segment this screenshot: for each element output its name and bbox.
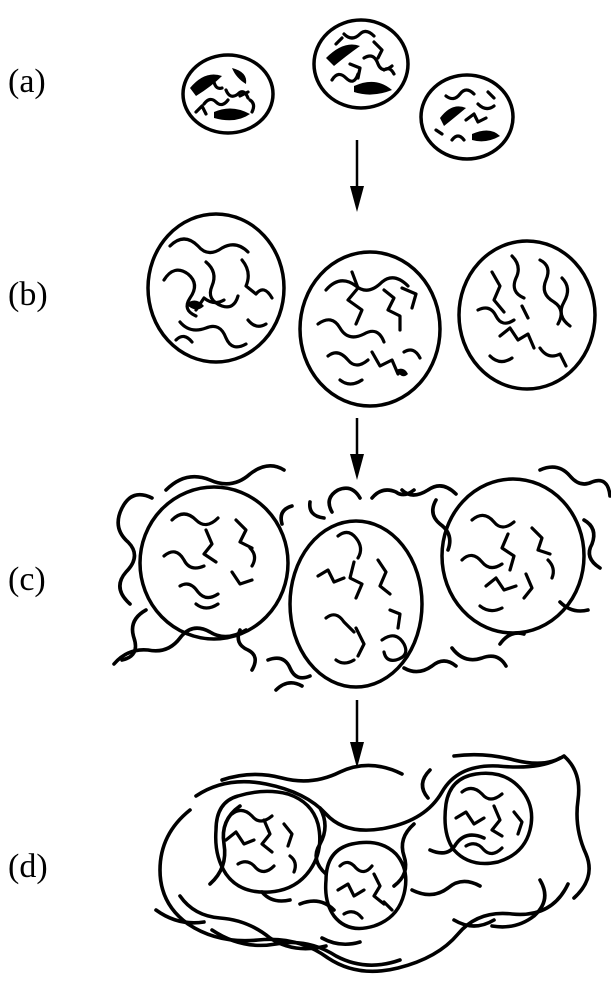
stage-d-film (156, 755, 589, 972)
stage-label-a: (a) (8, 63, 46, 100)
particle-a2 (314, 20, 408, 108)
stage-label-c: (c) (8, 561, 46, 598)
arrow-c-to-d (350, 700, 364, 768)
particle-d1 (216, 791, 320, 892)
arrow-b-to-c (350, 418, 364, 480)
particle-b1 (148, 214, 284, 362)
stage-b-particles (148, 214, 595, 406)
particle-a1 (183, 55, 273, 133)
stage-a-particles (183, 20, 513, 159)
stage-c-particles (114, 466, 610, 690)
particle-c3 (442, 479, 584, 633)
polymer-chains-stage-c (114, 466, 610, 690)
stage-label-d: (d) (8, 848, 48, 885)
stage-label-b: (b) (8, 276, 48, 313)
particle-a3 (421, 75, 513, 159)
particle-b2 (300, 252, 440, 406)
particle-c2 (290, 521, 422, 687)
particle-b3 (459, 241, 595, 389)
arrow-a-to-b (350, 140, 364, 212)
particle-d3 (445, 773, 532, 863)
particle-c1 (140, 487, 288, 639)
